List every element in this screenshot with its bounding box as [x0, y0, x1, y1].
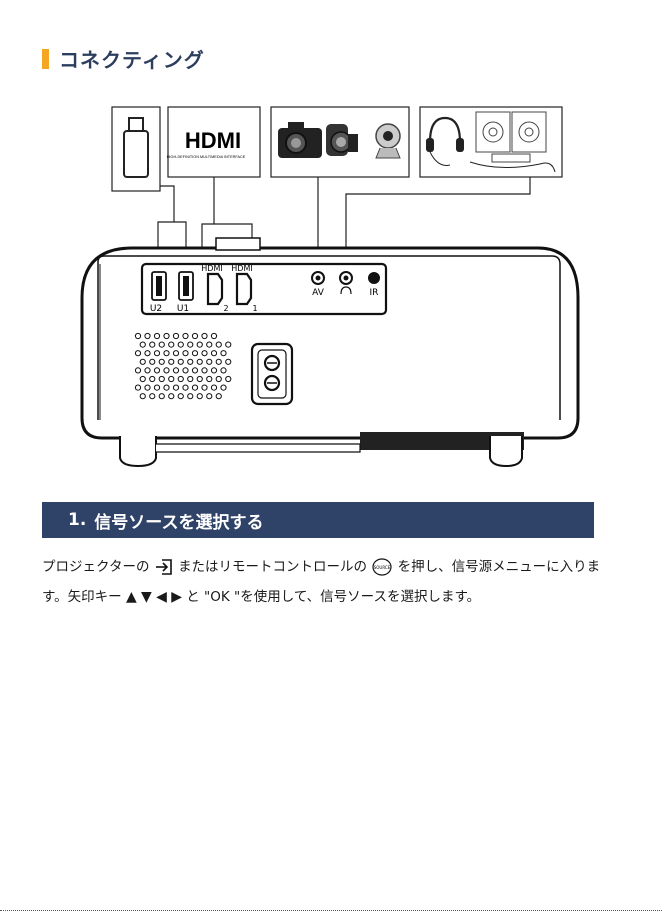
- port-label-u2: U2: [150, 304, 162, 314]
- section-number: 1.: [68, 510, 86, 530]
- arrow-down-icon: ▼: [141, 589, 152, 605]
- port-label-ir: IR: [370, 288, 379, 298]
- hdmi-port-1: [237, 274, 251, 304]
- section-header-band: 1. 信号ソースを選択する: [42, 502, 594, 538]
- hdmi-logo-subtitle: HIGH-DEFINITION MULTIMEDIA INTERFACE: [167, 155, 246, 159]
- port-panel: U2 U1 HDMI HDMI 2 1 AV IR: [142, 264, 386, 314]
- connection-diagram: HDMI HIGH-DEFINITION MULTIMEDIA INTERFAC…: [0, 0, 662, 500]
- arrow-right-icon: ▶: [171, 589, 182, 605]
- camera-device-box: [271, 107, 409, 177]
- port-label-u1: U1: [177, 304, 189, 314]
- arrow-up-icon: ▲: [126, 589, 137, 605]
- hdmi-logo-box: HDMI HIGH-DEFINITION MULTIMEDIA INTERFAC…: [167, 107, 260, 177]
- port-label-av: AV: [312, 288, 325, 298]
- instruction-paragraph: プロジェクターの またはリモートコントロールの SOURCE を押し、信号源メニ…: [42, 552, 632, 612]
- arrow-left-icon: ◀: [156, 589, 167, 605]
- usb-port-u2: [152, 272, 166, 300]
- port-label-hdmi1-num: 1: [252, 304, 257, 313]
- paragraph-text-5: と "OK "を使用して、信号ソースを選択します。: [186, 589, 480, 605]
- audio-device-box: [420, 107, 562, 177]
- source-button-icon: SOURCE: [371, 557, 393, 577]
- paragraph-text-2: またはリモートコントロールの: [178, 559, 367, 575]
- paragraph-text-3: を押し、信号源メニューに入りま: [398, 559, 601, 575]
- usb-port-u1: [179, 272, 193, 300]
- input-source-icon: [154, 558, 174, 576]
- power-socket: [252, 344, 292, 404]
- hdmi-port-2: [208, 274, 222, 304]
- section-title: 信号ソースを選択する: [94, 508, 263, 533]
- port-label-hdmi1-top: HDMI: [231, 264, 252, 273]
- source-button-label: SOURCE: [374, 565, 391, 570]
- ir-sensor: [368, 272, 380, 284]
- paragraph-text-4: す。矢印キー: [42, 589, 122, 605]
- hdmi-logo: HDMI: [185, 128, 241, 153]
- paragraph-text-1: プロジェクターの: [42, 559, 149, 575]
- av-jack: [312, 272, 324, 284]
- page-bottom-rule: [0, 910, 662, 911]
- port-label-hdmi2-top: HDMI: [201, 264, 222, 273]
- port-label-hdmi2-num: 2: [223, 304, 228, 313]
- webcam-icon: [376, 124, 400, 158]
- usb-device-box: [112, 107, 160, 191]
